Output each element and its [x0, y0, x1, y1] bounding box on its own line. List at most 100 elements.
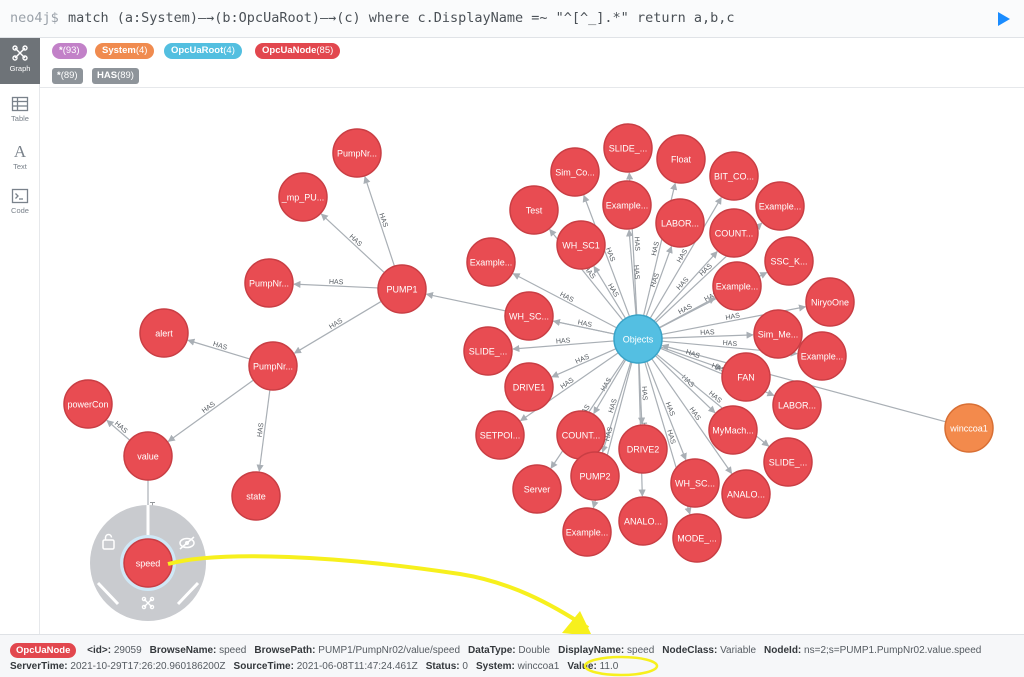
relationship-objects-slide2[interactable]	[512, 340, 615, 353]
node-circle[interactable]	[332, 128, 382, 178]
play-icon[interactable]	[994, 10, 1012, 28]
graph-node-example4[interactable]: Example...	[712, 261, 762, 311]
eye-off-icon[interactable]	[179, 536, 195, 550]
relationship-pumpnr_c-alert[interactable]	[187, 338, 251, 360]
relationship-objects-mymach[interactable]	[654, 355, 716, 414]
node-circle[interactable]	[278, 172, 328, 222]
relationship-chip-has[interactable]: HAS(89)	[92, 68, 139, 84]
relationship-pumpnr_c-state[interactable]	[256, 389, 271, 472]
sidebar-item-graph[interactable]: Graph	[0, 38, 40, 84]
node-circle[interactable]	[603, 123, 653, 173]
graph-node-labor2[interactable]: LABOR...	[772, 380, 822, 430]
node-circle[interactable]	[656, 134, 706, 184]
sidebar-item-table[interactable]: Table	[0, 90, 40, 136]
node-circle[interactable]	[123, 431, 173, 481]
graph-node-bitco[interactable]: BIT_CO...	[709, 151, 759, 201]
node-circle[interactable]	[63, 379, 113, 429]
node-circle[interactable]	[475, 410, 525, 460]
graph-node-mppu[interactable]: _mp_PU...	[278, 172, 328, 222]
relationship-objects-labor1[interactable]	[645, 245, 673, 317]
node-circle[interactable]	[618, 496, 668, 546]
node-circle[interactable]	[721, 352, 771, 402]
relationship-objects-example3[interactable]	[512, 273, 618, 329]
graph-node-whsc3[interactable]: WH_SC...	[670, 458, 720, 508]
relationship-objects-pump2[interactable]	[600, 361, 632, 453]
graph-node-speed[interactable]: speed	[123, 538, 173, 588]
graph-node-ssck[interactable]: SSC_K...	[764, 236, 814, 286]
expand-icon[interactable]	[141, 596, 155, 610]
graph-node-mode[interactable]: MODE_...	[672, 513, 722, 563]
node-circle[interactable]	[618, 424, 668, 474]
graph-node-simco[interactable]: Sim_Co...	[550, 147, 600, 197]
graph-node-example2[interactable]: Example...	[755, 181, 805, 231]
lock-icon[interactable]	[102, 533, 115, 550]
label-chip-all[interactable]: *(93)	[52, 43, 87, 59]
graph-node-pumpnr_b[interactable]: PumpNr...	[244, 258, 294, 308]
graph-node-powercon[interactable]: powerCon	[63, 379, 113, 429]
relationship-objects-analo1[interactable]	[651, 358, 733, 475]
node-circle[interactable]	[231, 471, 281, 521]
relationship-pumpnr_c-value[interactable]	[167, 379, 254, 442]
graph-node-setpoi[interactable]: SETPOI...	[475, 410, 525, 460]
graph-node-labor1[interactable]: LABOR...	[655, 198, 705, 248]
node-circle[interactable]	[797, 331, 847, 381]
graph-node-mymach[interactable]: MyMach...	[708, 405, 758, 455]
graph-node-state[interactable]: state	[231, 471, 281, 521]
node-circle[interactable]	[139, 308, 189, 358]
node-circle[interactable]	[556, 220, 606, 270]
relationship-objects-drive1[interactable]	[551, 348, 617, 378]
relationship-pump1-pumpnr_b[interactable]	[293, 280, 379, 289]
graph-node-example5[interactable]: Example...	[797, 331, 847, 381]
graph-node-simme[interactable]: Sim_Me...	[753, 309, 803, 359]
relationship-pump1-pumpnr_c[interactable]	[293, 300, 382, 354]
relationship-objects-whsc3[interactable]	[646, 361, 687, 461]
graph-node-whsc2[interactable]: WH_SC...	[504, 291, 554, 341]
label-chip-system[interactable]: System(4)	[95, 43, 155, 59]
graph-node-whsc1[interactable]: WH_SC1	[556, 220, 606, 270]
graph-node-example1[interactable]: Example...	[602, 180, 652, 230]
relationship-objects-simco[interactable]	[582, 194, 631, 317]
node-circle[interactable]	[466, 237, 516, 287]
node-circle[interactable]	[377, 264, 427, 314]
relationship-objects-whsc2[interactable]	[552, 318, 615, 335]
node-circle[interactable]	[463, 326, 513, 376]
node-circle[interactable]	[764, 236, 814, 286]
node-circle[interactable]	[655, 198, 705, 248]
relationship-pump1-mppu[interactable]	[320, 213, 385, 274]
sidebar-item-code[interactable]: Code	[0, 182, 40, 228]
relationship-objects-fan[interactable]	[660, 346, 724, 370]
node-circle[interactable]	[562, 507, 612, 557]
node-circle[interactable]	[805, 277, 855, 327]
node-circle[interactable]	[944, 403, 994, 453]
graph-node-server[interactable]: Server	[512, 464, 562, 514]
graph-node-pump2[interactable]: PUMP2	[570, 451, 620, 501]
graph-node-drive2[interactable]: DRIVE2	[618, 424, 668, 474]
graph-node-analo2[interactable]: ANALO...	[618, 496, 668, 546]
relationship-objects-whsc1[interactable]	[593, 265, 627, 319]
graph-node-alert[interactable]: alert	[139, 308, 189, 358]
node-circle[interactable]	[613, 314, 663, 364]
node-circle[interactable]	[721, 469, 771, 519]
relationship-value-powercon[interactable]	[106, 419, 131, 441]
label-chip-opcuanode[interactable]: OpcUaNode(85)	[255, 43, 341, 59]
graph-node-float[interactable]: Float	[656, 134, 706, 184]
graph-node-analo1[interactable]: ANALO...	[721, 469, 771, 519]
relationship-objects-count1[interactable]	[653, 250, 718, 322]
node-circle[interactable]	[709, 208, 759, 258]
node-circle[interactable]	[550, 147, 600, 197]
graph-node-example3[interactable]: Example...	[466, 237, 516, 287]
node-circle[interactable]	[248, 341, 298, 391]
relationship-chip-all[interactable]: *(89)	[52, 68, 83, 84]
relationship-objects-example1[interactable]	[625, 229, 637, 316]
node-circle[interactable]	[602, 180, 652, 230]
query-editor[interactable]: match (a:System)—→(b:OpcUaRoot)—→(c) whe…	[68, 10, 735, 26]
graph-node-pumpnr_c[interactable]: PumpNr...	[248, 341, 298, 391]
graph-node-fan[interactable]: FAN	[721, 352, 771, 402]
graph-node-winccoa1[interactable]: winccoa1	[944, 403, 994, 453]
relationship-objects-count2[interactable]	[593, 359, 627, 415]
graph-node-count2[interactable]: COUNT...	[556, 410, 606, 460]
graph-node-pump1[interactable]: PUMP1	[377, 264, 427, 314]
node-label-chip[interactable]: OpcUaNode	[10, 643, 77, 658]
relationship-objects-bitco[interactable]	[649, 196, 722, 319]
